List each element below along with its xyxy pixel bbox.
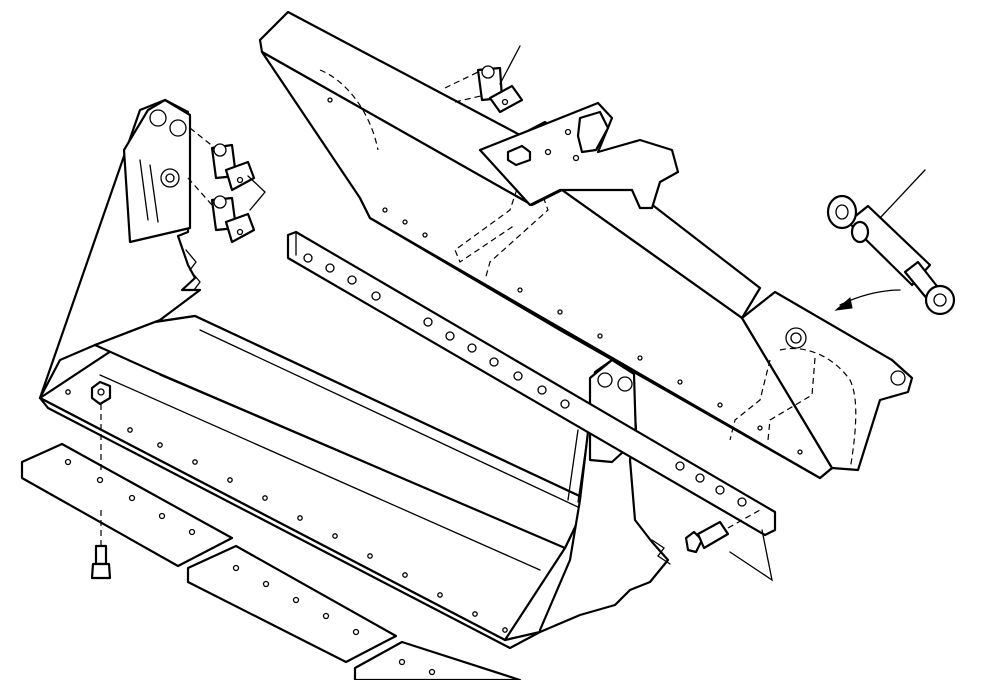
left-side-plate-ear	[122, 98, 192, 244]
cylinder-barrel	[846, 204, 932, 287]
direction-arrow-head	[834, 297, 853, 311]
bracket-plate	[478, 101, 680, 210]
cutting-edge-strip	[286, 230, 777, 582]
cutting-edge-segment-3	[353, 640, 522, 680]
hidden-line-5	[729, 359, 771, 441]
bracket-hook	[576, 110, 610, 154]
cutting-edge-segment-2	[186, 544, 398, 664]
break-mark-left	[185, 249, 201, 291]
leader-line-top-pin	[499, 45, 521, 85]
cylinder-pivot-hole-inner	[790, 332, 802, 344]
bolt	[90, 510, 112, 580]
bucket-body	[38, 98, 670, 650]
hydraulic-cylinder	[826, 169, 956, 316]
pivot-pin-top	[444, 45, 524, 114]
bucket-front-edge	[38, 396, 542, 650]
cutting-edge-segments	[20, 442, 522, 680]
frame-holes	[327, 97, 803, 455]
floor-holes	[65, 389, 508, 633]
hidden-line-2	[454, 179, 521, 263]
end-plate-hole	[890, 370, 906, 386]
segment-1-holes	[64, 458, 196, 536]
strip-holes	[303, 253, 747, 507]
leader-line-left-pins	[247, 175, 266, 211]
segment-2-holes	[232, 564, 360, 636]
mounting-bracket	[478, 101, 680, 210]
hidden-line-4	[779, 347, 857, 471]
hidden-line-6	[767, 357, 816, 441]
pivot-pins-left	[187, 127, 266, 244]
bolt-top-left	[90, 380, 112, 470]
cutting-edge-segment-1	[20, 442, 234, 568]
bracket-block	[506, 144, 532, 167]
leader-line-cylinder	[879, 169, 926, 219]
rear-frame-end-plate	[740, 290, 914, 472]
rear-frame-lip	[358, 196, 834, 480]
leader-line-strip	[729, 529, 773, 582]
bolt-right	[684, 509, 761, 554]
break-mark-right	[651, 539, 671, 565]
